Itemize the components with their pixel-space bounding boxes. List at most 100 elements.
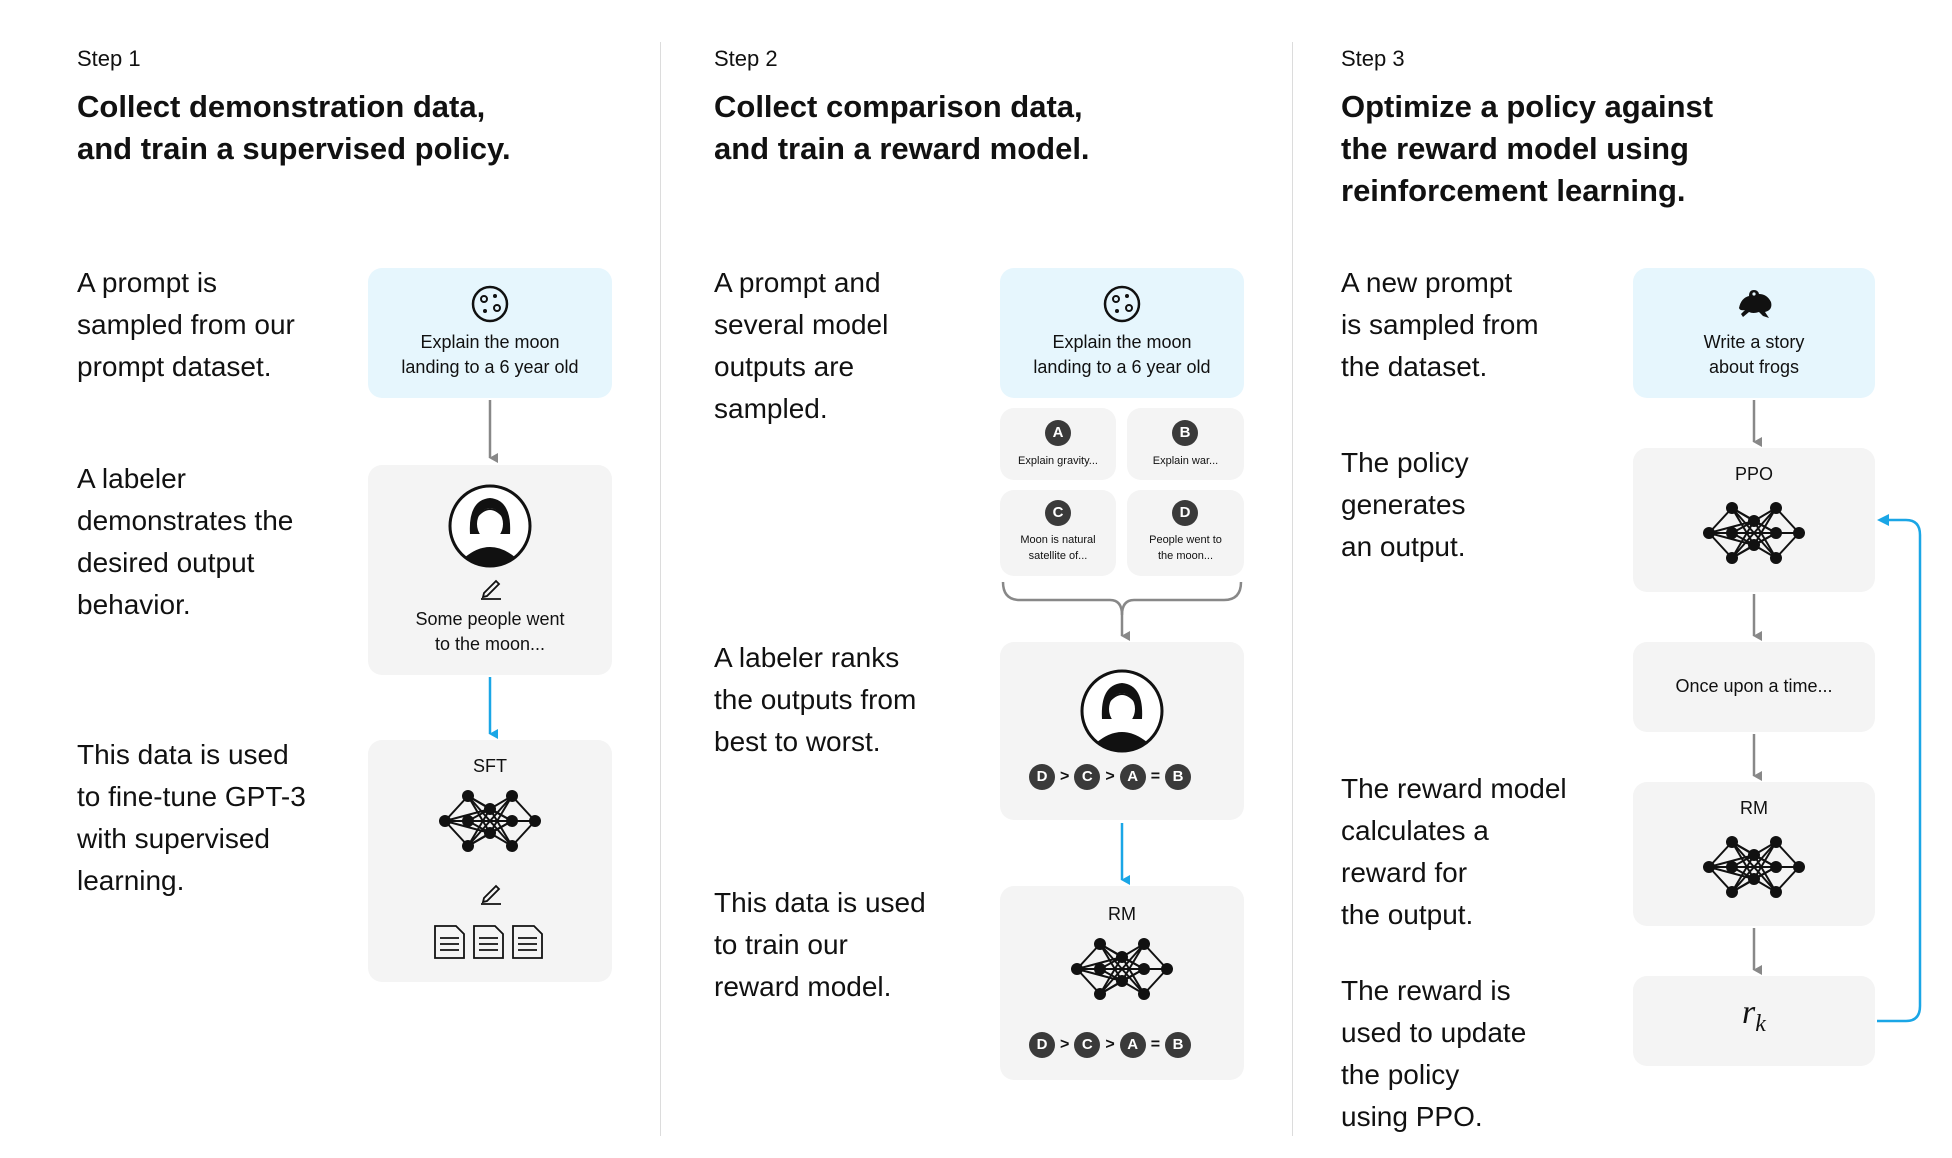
network-node [462, 815, 474, 827]
step2-heading: Collect comparison data, and train a rew… [714, 86, 1090, 170]
step2-desc-prompt: A prompt and several model outputs are s… [714, 262, 888, 430]
output-text: Moon is natural satellite of... [1020, 534, 1096, 562]
step1-heading: Collect demonstration data, and train a … [77, 86, 511, 170]
output-badge: B [1172, 420, 1198, 446]
rm-title: RM [1740, 798, 1768, 818]
step3-desc-policy: The policy generates an output. [1341, 442, 1469, 568]
rank-operator: > [1105, 768, 1115, 785]
network-node [1703, 527, 1715, 539]
step1-desc-finetune: This data is used to fine-tune GPT-3 wit… [77, 734, 306, 902]
feedback-arrowhead [1877, 514, 1889, 526]
network-node [1748, 515, 1760, 527]
output-badge: D [1172, 500, 1198, 526]
rank-badge: B [1165, 764, 1192, 790]
desc-line: The policy [1341, 447, 1469, 478]
step1-prompt-card: Explain the moon landing to a 6 year old [368, 268, 612, 398]
desc-line: sampled. [714, 393, 828, 424]
person-avatar-icon [448, 484, 532, 568]
desc-line: the output. [1341, 899, 1474, 930]
desc-line: The reward is [1341, 975, 1511, 1006]
network-node [506, 815, 518, 827]
output-badge: A [1045, 420, 1071, 446]
rank-badge: C [1074, 1032, 1101, 1058]
step3-ppo-card: PPO [1633, 448, 1875, 592]
step2-heading-line: and train a reward model. [714, 131, 1090, 166]
network-node [1748, 849, 1760, 861]
step3-heading-line: Optimize a policy against [1341, 89, 1714, 124]
step3-rm-card: RM [1633, 782, 1875, 926]
sft-title: SFT [473, 756, 507, 776]
desc-line: sampled from our [77, 309, 295, 340]
desc-line: learning. [77, 865, 185, 896]
output-text: Explain gravity... [1018, 455, 1098, 467]
neural-network-icon [1071, 938, 1173, 1000]
desc-line: desired output [77, 547, 255, 578]
desc-line: reward for [1341, 857, 1468, 888]
desc-line: using PPO. [1341, 1101, 1483, 1132]
network-node [462, 840, 474, 852]
desc-line: prompt dataset. [77, 351, 272, 382]
network-node [1094, 988, 1106, 1000]
step3-desc-reward: The reward model calculates a reward for… [1341, 768, 1567, 936]
desc-line: the dataset. [1341, 351, 1488, 382]
step2-prompt-text: Explain the moon landing to a 6 year old [1033, 332, 1211, 377]
network-node [1116, 975, 1128, 987]
ppo-title: PPO [1734, 464, 1773, 484]
step3-heading: Optimize a policy against the reward mod… [1341, 86, 1713, 212]
step1-label: Step 1 [77, 46, 141, 71]
outputs-bracket [1001, 581, 1243, 616]
network-node [529, 815, 541, 827]
pencil-icon [481, 579, 501, 600]
output-card-c: C Moon is natural satellite of... [1000, 490, 1116, 576]
network-node [1138, 938, 1150, 950]
network-node [1770, 836, 1782, 848]
network-node [1748, 539, 1760, 551]
desc-line: to fine-tune GPT-3 [77, 781, 306, 812]
frog-icon [1739, 290, 1772, 318]
network-node [1726, 886, 1738, 898]
output-text: People went to the moon... [1149, 534, 1222, 562]
step1-prompt-text: Explain the moon landing to a 6 year old [401, 332, 579, 377]
network-node [1726, 502, 1738, 514]
person-avatar-icon [1080, 669, 1164, 753]
desc-line: an output. [1341, 531, 1466, 562]
neural-network-icon [439, 790, 541, 852]
step3-heading-line: the reward model using [1341, 131, 1689, 166]
network-node [1748, 873, 1760, 885]
desc-line: reward model. [714, 971, 892, 1002]
desc-line: with supervised [77, 823, 270, 854]
ranking-row: D > C > A = B [1029, 1032, 1192, 1058]
desc-line: generates [1341, 489, 1466, 520]
network-node [1793, 527, 1805, 539]
rank-operator: > [1105, 1036, 1115, 1053]
documents-icon [434, 925, 543, 959]
desc-line: A prompt and [714, 267, 881, 298]
reward-r: r [1742, 994, 1756, 1031]
network-node [1138, 988, 1150, 1000]
network-node [484, 803, 496, 815]
network-node [1726, 552, 1738, 564]
rank-badge: C [1074, 764, 1101, 790]
network-node [1726, 527, 1738, 539]
network-node [1770, 552, 1782, 564]
network-node [462, 790, 474, 802]
rank-operator: = [1150, 1036, 1161, 1053]
divider-2 [1292, 42, 1293, 1136]
step2-heading-line: Collect comparison data, [714, 89, 1083, 124]
moon-icon [471, 285, 509, 323]
neural-network-icon [1703, 836, 1805, 898]
network-node [506, 840, 518, 852]
step1-heading-line: and train a supervised policy. [77, 131, 511, 166]
step2-desc-rank: A labeler ranks the outputs from best to… [714, 637, 916, 763]
network-node [484, 827, 496, 839]
desc-line: A new prompt [1341, 267, 1513, 298]
output-card-b: B Explain war... [1127, 408, 1244, 480]
network-node [1703, 861, 1715, 873]
rank-badge: B [1165, 1032, 1192, 1058]
step3-desc-prompt: A new prompt is sampled from the dataset… [1341, 262, 1539, 388]
rank-operator: = [1150, 768, 1161, 785]
feedback-loop-arrow [1877, 518, 1922, 1023]
network-node [1138, 963, 1150, 975]
network-node [1161, 963, 1173, 975]
step1-desc-labeler: A labeler demonstrates the desired outpu… [77, 458, 293, 626]
